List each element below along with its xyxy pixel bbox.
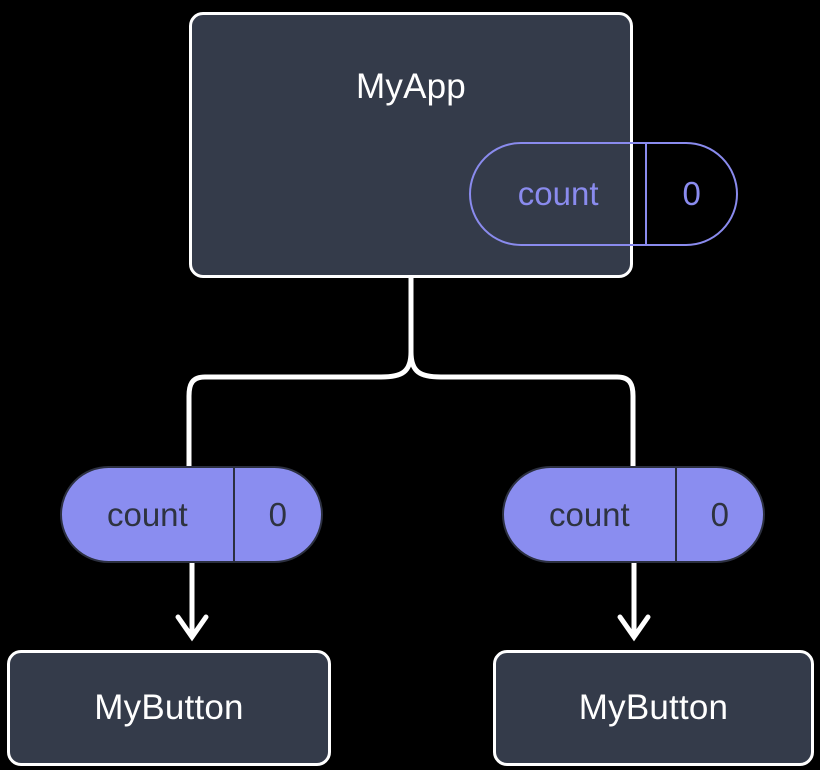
state-pill-myapp-count[interactable]: count 0 bbox=[469, 142, 738, 246]
node-myapp[interactable]: MyApp count 0 bbox=[189, 12, 738, 278]
state-pill-myapp-count-value: 0 bbox=[682, 175, 701, 212]
node-mybutton-left-label: MyButton bbox=[94, 688, 244, 727]
edge-root-to-left bbox=[186, 349, 414, 469]
node-mybutton-right-label: MyButton bbox=[578, 688, 729, 727]
node-mybutton-right[interactable]: MyButton bbox=[493, 650, 814, 766]
state-pill-left-count[interactable]: count 0 bbox=[60, 466, 323, 563]
state-pill-right-count[interactable]: count 0 bbox=[502, 466, 765, 563]
state-pill-right-count-value: 0 bbox=[710, 495, 730, 533]
state-pill-left-count-value: 0 bbox=[268, 495, 288, 533]
node-myapp-label: MyApp bbox=[356, 67, 466, 106]
node-mybutton-left[interactable]: MyButton bbox=[7, 650, 331, 766]
edge-root-to-right bbox=[408, 349, 636, 469]
arrowhead-right bbox=[617, 614, 651, 642]
arrowhead-left bbox=[175, 614, 209, 642]
state-pill-left-count-name: count bbox=[62, 468, 235, 561]
state-pill-myapp-count-name: count bbox=[471, 144, 648, 244]
state-pill-right-count-name: count bbox=[504, 468, 677, 561]
